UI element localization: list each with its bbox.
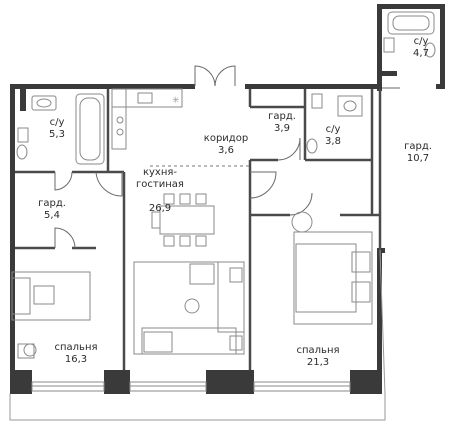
room-label-wardrobe-right: гард. 10,7 bbox=[404, 141, 432, 165]
room-name: гард. bbox=[404, 141, 432, 152]
room-label-wardrobe-left: гард. 5,4 bbox=[38, 198, 66, 222]
room-name: с/у bbox=[413, 36, 429, 47]
room-name: кухня- гостиная bbox=[136, 167, 184, 190]
room-name: гард. bbox=[268, 111, 296, 122]
room-area: 3,8 bbox=[325, 136, 341, 147]
room-area: 16,3 bbox=[64, 354, 88, 365]
room-area: 21,3 bbox=[306, 357, 330, 368]
room-area: 26,9 bbox=[148, 203, 172, 214]
room-area: 5,4 bbox=[44, 210, 60, 221]
room-label-bath-mid: с/у 3,8 bbox=[325, 124, 341, 148]
room-area: 3,6 bbox=[218, 145, 234, 156]
doors bbox=[54, 65, 400, 249]
fixtures bbox=[11, 11, 436, 359]
room-label-kitchen-living: кухня- гостиная 26,9 bbox=[136, 155, 184, 227]
room-area: 5,3 bbox=[49, 129, 65, 140]
room-label-bath-left: с/у 5,3 bbox=[49, 117, 65, 141]
room-label-corridor: коридор 3,6 bbox=[204, 133, 248, 157]
windows bbox=[31, 381, 351, 392]
room-name: коридор bbox=[203, 133, 249, 144]
room-label-bath-top-right: с/у 4,7 bbox=[413, 36, 429, 60]
room-label-bedroom-left: спальня 16,3 bbox=[54, 342, 97, 366]
balcony bbox=[9, 394, 386, 421]
room-name: с/у bbox=[49, 117, 65, 128]
walls bbox=[10, 4, 445, 394]
plant-icon: ✳ bbox=[172, 96, 180, 106]
room-name: гард. bbox=[38, 198, 66, 209]
room-name: спальня bbox=[296, 345, 340, 356]
room-area: 10,7 bbox=[406, 153, 430, 164]
room-name: спальня bbox=[54, 342, 98, 353]
room-area: 3,9 bbox=[274, 123, 290, 134]
interior-walls bbox=[15, 89, 382, 370]
room-area: 4,7 bbox=[413, 48, 429, 59]
room-label-wardrobe-small: гард. 3,9 bbox=[268, 111, 296, 135]
room-label-bedroom-right: спальня 21,3 bbox=[296, 345, 339, 369]
room-name: с/у bbox=[325, 124, 341, 135]
